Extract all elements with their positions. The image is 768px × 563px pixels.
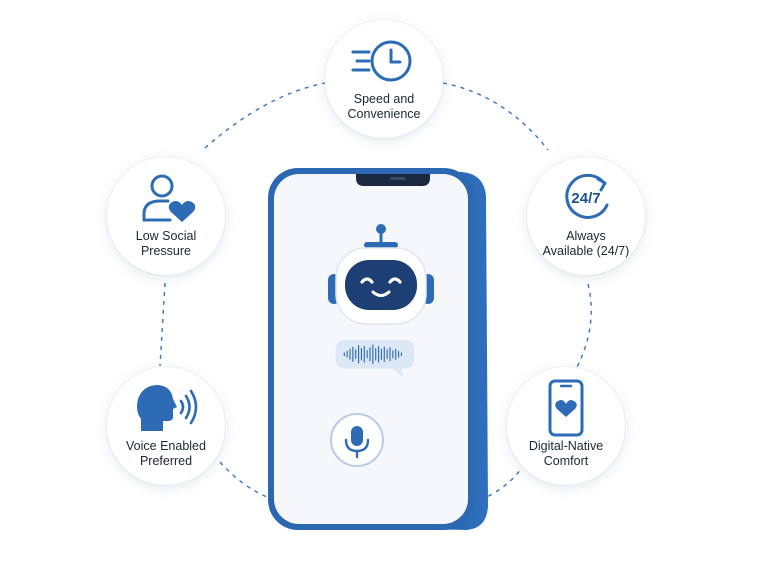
benefit-voice-enabled-preferred: Voice Enabled Preferred: [107, 367, 225, 485]
benefit-always-available: 24/7 Always Available (24/7): [527, 157, 645, 275]
voice-waveform-bubble: [335, 340, 415, 378]
24-7-text: 24/7: [571, 190, 600, 207]
benefit-label: Digital-Native Comfort: [528, 439, 604, 468]
benefit-label: Voice Enabled Preferred: [126, 439, 206, 468]
microphone-icon: [344, 426, 370, 459]
phone-heart-icon: [546, 379, 586, 437]
benefit-digital-native-comfort: Digital-Native Comfort: [507, 367, 625, 485]
benefit-low-social-pressure: Low Social Pressure: [107, 157, 225, 275]
microphone-button[interactable]: [329, 412, 385, 468]
benefit-label: Speed and Convenience: [347, 92, 421, 121]
benefit-label: Low Social Pressure: [135, 229, 197, 258]
benefit-label: Always Available (24/7): [542, 229, 630, 258]
24-7-icon: 24/7: [558, 173, 614, 223]
benefit-speed-and-convenience: Speed and Convenience: [325, 20, 443, 138]
speaking-head-icon: [133, 383, 199, 433]
person-heart-icon: [136, 173, 196, 223]
clock-speed-icon: [349, 36, 419, 86]
robot-avatar: [328, 224, 434, 325]
